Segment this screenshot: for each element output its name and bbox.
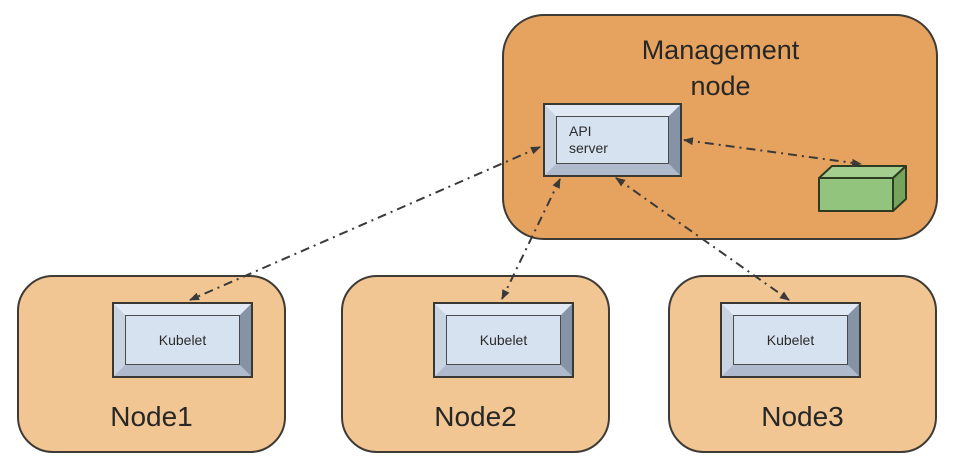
node1-label: Node1 [110,401,193,432]
node1-container: Kubelet Node1 [17,275,286,453]
node3-container: Kubelet Node3 [668,275,937,453]
kubelet-label-node3: Kubelet [766,332,815,348]
kubelet-label-node2: Kubelet [479,332,528,348]
node3-label: Node3 [761,401,844,432]
api-server-label: API server [569,123,608,156]
node2-container: Kubelet Node2 [341,275,610,453]
ca-label: CA [845,186,867,203]
api-server-box: API server [543,103,682,177]
management-node-label: Management node [641,35,800,101]
kubelet-box-node1: Kubelet [112,302,253,378]
kubelet-label-node1: Kubelet [158,332,207,348]
node2-label: Node2 [434,401,517,432]
kubelet-box-node2: Kubelet [433,302,574,378]
kubelet-box-node3: Kubelet [720,302,861,378]
